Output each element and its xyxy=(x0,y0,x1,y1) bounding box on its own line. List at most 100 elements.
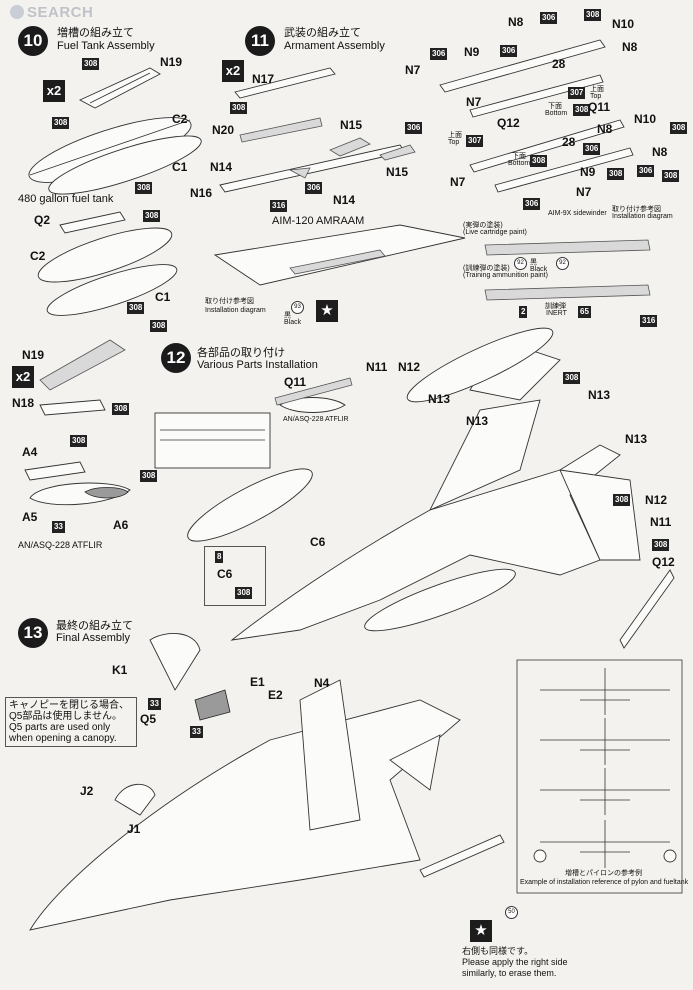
code-badge: 308 xyxy=(584,9,602,21)
part-28: 28 xyxy=(552,57,566,71)
code-badge: 308 xyxy=(670,122,688,134)
ref-en: Example of installation reference of pyl… xyxy=(520,879,689,886)
part-A6: A6 xyxy=(113,518,129,532)
part-N10b: N10 xyxy=(634,112,657,126)
code-badge: 308 xyxy=(235,587,253,599)
part-N16: N16 xyxy=(190,186,213,200)
part-K1: K1 xyxy=(112,663,128,677)
code-badge: 306 xyxy=(430,48,448,60)
part-C6: C6 xyxy=(310,535,326,549)
atflir-caption-2: AN/ASQ-228 ATFLIR xyxy=(283,416,349,423)
top-jp-2: 上面 xyxy=(448,132,462,139)
part-28b: 28 xyxy=(562,135,576,149)
color-code-50: 50 xyxy=(505,906,518,919)
code-badge: 308 xyxy=(530,155,548,167)
train-jp: (訓練弾の塗装) xyxy=(463,265,510,272)
code-badge: 308 xyxy=(140,470,158,482)
code-badge: 308 xyxy=(613,494,631,506)
canopy-note: キャノピーを閉じる場合、 Q5部品は使用しません。 Q5 parts are u… xyxy=(5,697,137,747)
note-jp-2: Q5部品は使用しません。 xyxy=(9,711,123,722)
step-13-title-jp: 最終の組み立て xyxy=(56,620,133,632)
part-N19: N19 xyxy=(160,55,183,69)
reference-aircraft-4 xyxy=(540,820,670,868)
code-badge: 306 xyxy=(540,12,558,24)
code-badge: 65 xyxy=(578,306,591,318)
color-code-92: 92 xyxy=(514,257,527,270)
code-badge: 306 xyxy=(405,122,423,134)
code-badge: 316 xyxy=(270,200,288,212)
code-badge: 316 xyxy=(640,315,658,327)
part-N7c: N7 xyxy=(450,175,466,189)
part-Q12: Q12 xyxy=(497,116,520,130)
install-jp-2: 取り付け参考図 xyxy=(612,206,661,213)
code-badge: 308 xyxy=(230,102,248,114)
part-N11b: N11 xyxy=(650,515,672,529)
step-10-title-jp: 増槽の組み立て xyxy=(57,27,134,39)
install-en: Installation diagram xyxy=(205,307,266,314)
part-N12: N12 xyxy=(398,360,421,374)
part-N13b: N13 xyxy=(428,392,451,406)
part-C6b: C6 xyxy=(217,567,233,581)
code-badge: 308 xyxy=(70,435,88,447)
right-side-en-1: Please apply the right side xyxy=(462,957,568,967)
part-N7: N7 xyxy=(405,63,421,77)
fuel-tank-half-2 xyxy=(48,135,202,195)
step-12-title-jp: 各部品の取り付け xyxy=(197,347,285,359)
x2-badge: x2 xyxy=(12,366,34,388)
part-Q5: Q5 xyxy=(140,712,157,726)
code-badge: 308 xyxy=(662,170,680,182)
top-en: Top xyxy=(590,93,602,100)
code-badge: 33 xyxy=(148,698,161,710)
sidewinder-caption: AIM-9X sidewinder xyxy=(548,210,607,217)
bottom-jp: 下面 xyxy=(548,103,562,110)
code-badge: 33 xyxy=(52,521,65,533)
code-badge: 307 xyxy=(466,135,484,147)
step-11-title-en: Armament Assembly xyxy=(284,40,385,52)
install-jp: 取り付け参考図 xyxy=(205,298,254,305)
part-N9b: N9 xyxy=(580,165,596,179)
code-badge: 306 xyxy=(583,143,601,155)
bottom-jp-2: 下面 xyxy=(512,153,526,160)
ref-jp: 増槽とパイロンの参考例 xyxy=(565,870,642,877)
live-jp: (実弾の塗装) xyxy=(463,222,503,229)
part-E2: E2 xyxy=(268,688,283,702)
code-badge: 308 xyxy=(127,302,145,314)
step-11-number: 11 xyxy=(245,26,275,56)
black-jp-2: 黒 xyxy=(530,259,537,266)
x2-badge: x2 xyxy=(222,60,244,82)
part-N13d: N13 xyxy=(625,432,648,446)
code-badge: 308 xyxy=(82,58,100,70)
reference-aircraft-3 xyxy=(540,768,670,815)
code-badge: 308 xyxy=(52,117,70,129)
inert-en: INERT xyxy=(546,310,567,317)
step-13-title-en: Final Assembly xyxy=(56,632,130,644)
step-10-title-en: Fuel Tank Assembly xyxy=(57,40,155,52)
part-N19b: N19 xyxy=(22,348,45,362)
part-A5: A5 xyxy=(22,510,38,524)
code-badge: 306 xyxy=(305,182,323,194)
part-N7b: N7 xyxy=(466,95,482,109)
part-N18: N18 xyxy=(12,396,35,410)
part-C1: C1 xyxy=(172,160,188,174)
part-Q2: Q2 xyxy=(34,213,51,227)
code-badge: 307 xyxy=(568,87,586,99)
part-E1: E1 xyxy=(250,675,265,689)
right-side-jp: 右側も同様です。 xyxy=(462,946,534,956)
part-N8d: N8 xyxy=(652,145,668,159)
fuel-tank-caption: 480 gallon fuel tank xyxy=(18,193,114,205)
part-J2: J2 xyxy=(80,784,94,798)
note-en-1: Q5 parts are used only xyxy=(9,722,111,733)
watermark-text: SEARCH xyxy=(27,4,94,21)
code-badge: 308 xyxy=(607,168,625,180)
part-N4: N4 xyxy=(314,676,330,690)
bottom-en-2: Bottom xyxy=(508,160,531,167)
install-en-2: Installation diagram xyxy=(612,213,673,220)
step-12-title-en: Various Parts Installation xyxy=(197,359,318,371)
code-badge: 2 xyxy=(519,306,528,318)
black-jp: 黒 xyxy=(284,312,291,319)
part-N7d: N7 xyxy=(576,185,592,199)
atflir-caption: AN/ASQ-228 ATFLIR xyxy=(18,540,103,550)
part-Q11: Q11 xyxy=(284,375,307,389)
x2-badge: x2 xyxy=(43,80,65,102)
